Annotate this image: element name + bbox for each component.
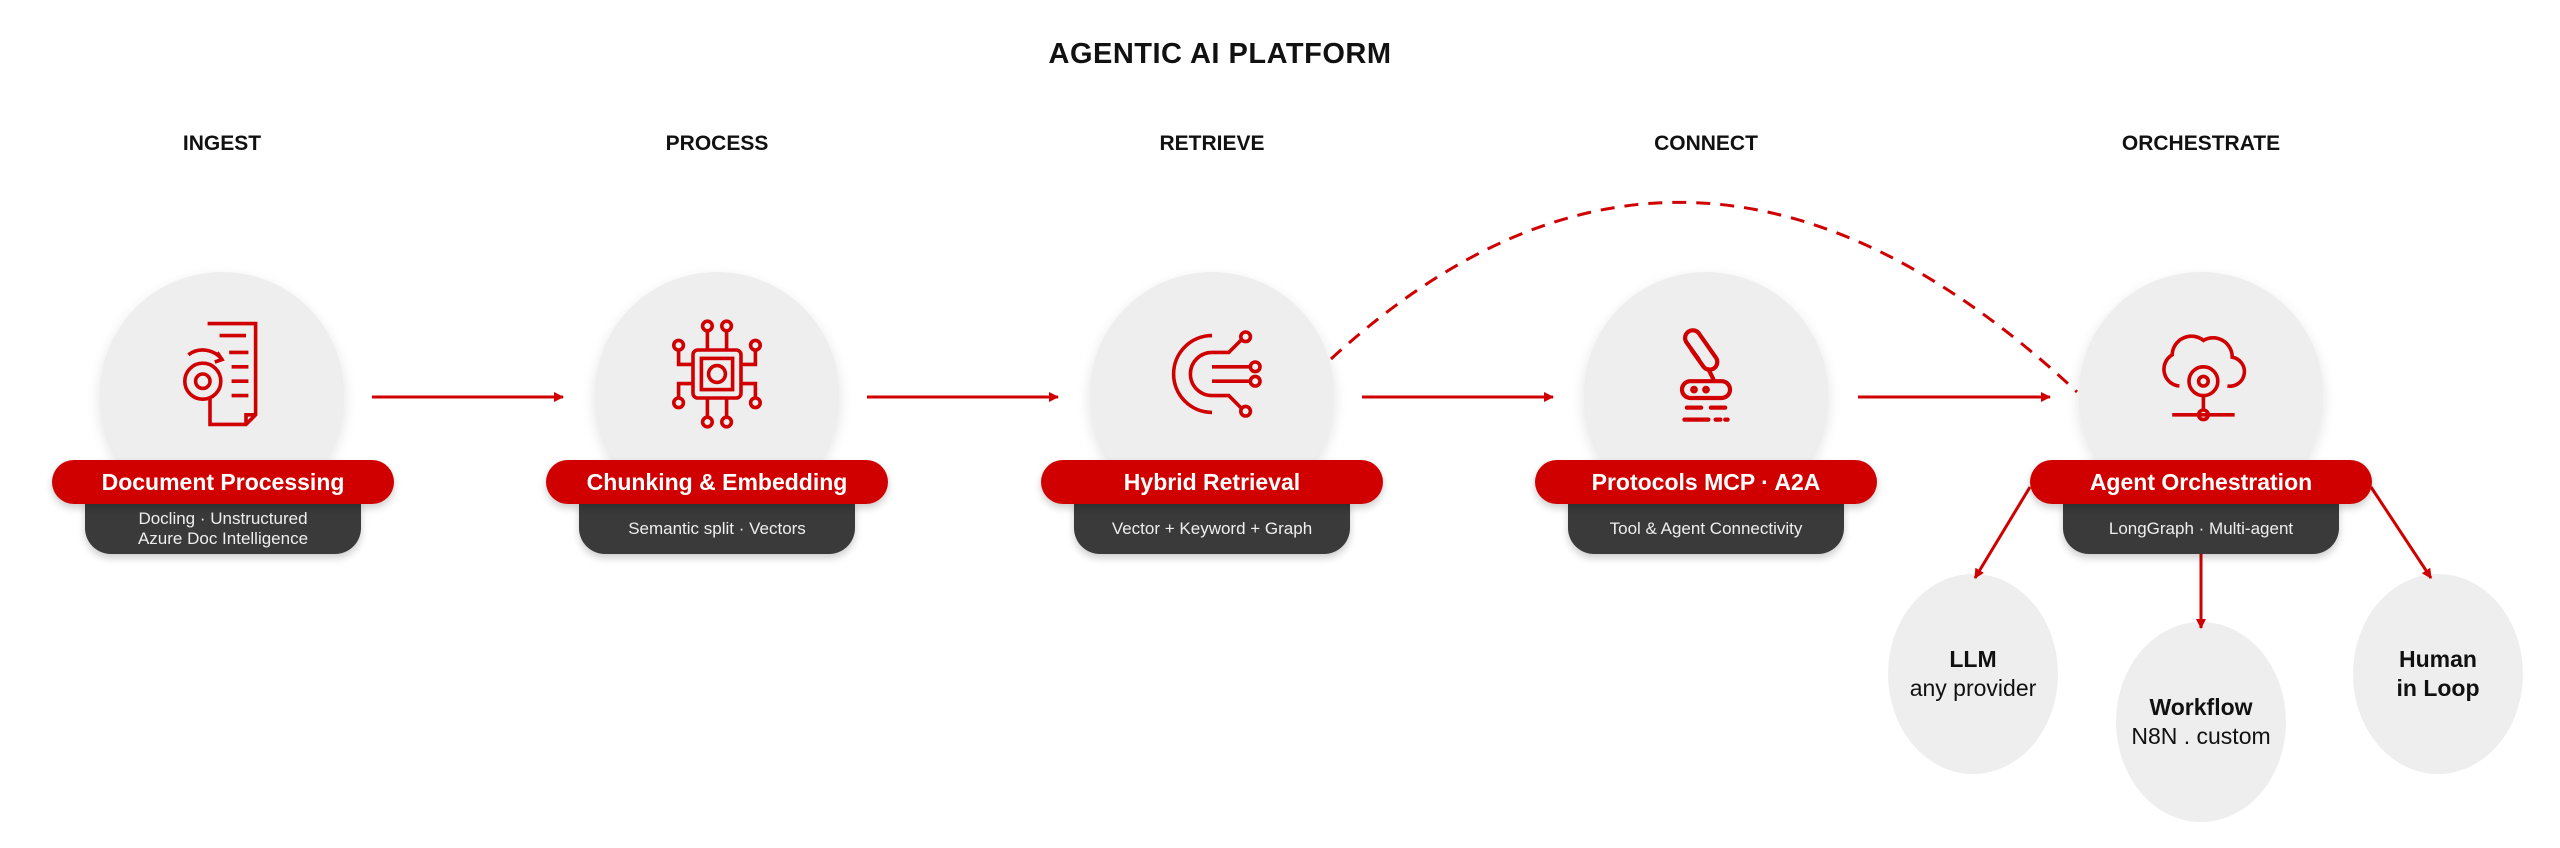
detail-line: Tool & Agent Connectivity bbox=[1609, 519, 1803, 538]
stage-header-connect: CONNECT bbox=[1654, 132, 1758, 155]
output-workflow: Workflow N8N . custom bbox=[2116, 622, 2286, 822]
stage-label-agent-orchestration: Agent Orchestration bbox=[2030, 460, 2372, 504]
stage-header-ingest: INGEST bbox=[182, 132, 262, 155]
detail-line: Azure Doc Intelligence bbox=[137, 529, 309, 548]
stage-label-document-processing: Document Processing bbox=[52, 460, 394, 504]
output-title: Human in Loop bbox=[2396, 646, 2480, 701]
stage-detail-process: Semantic split · Vectors bbox=[579, 500, 855, 554]
branch-arrow-llm bbox=[1973, 486, 2032, 579]
stage-label-protocols: Protocols MCP · A2A bbox=[1535, 460, 1877, 504]
gear-network-icon bbox=[1171, 330, 1262, 418]
dashed-feedback-arc bbox=[1329, 200, 2079, 394]
detail-line: Docling · Unstructured bbox=[138, 509, 308, 528]
branch-arrow-human bbox=[2369, 486, 2433, 579]
plug-connector-icon bbox=[1679, 328, 1733, 422]
stage-detail-connect: Tool & Agent Connectivity bbox=[1568, 500, 1844, 554]
output-llm: LLM any provider bbox=[1888, 574, 2058, 774]
stage-label-chunking-embedding: Chunking & Embedding bbox=[546, 460, 888, 504]
output-human-in-loop: Human in Loop bbox=[2353, 574, 2523, 774]
stage-detail-retrieve: Vector + Keyword + Graph bbox=[1074, 500, 1350, 554]
output-subtitle: N8N . custom bbox=[2131, 723, 2271, 749]
output-title: LLM bbox=[1949, 646, 1997, 672]
diagram-title: AGENTIC AI PLATFORM bbox=[1048, 38, 1392, 70]
stage-header-retrieve: RETRIEVE bbox=[1159, 132, 1265, 155]
cloud-gear-icon bbox=[2162, 334, 2247, 422]
output-subtitle: any provider bbox=[1909, 675, 2037, 701]
stage-detail-orchestrate: LongGraph · Multi-agent bbox=[2063, 500, 2339, 554]
detail-line: LongGraph · Multi-agent bbox=[2108, 519, 2294, 538]
output-title: Workflow bbox=[2149, 694, 2253, 720]
document-gear-icon bbox=[183, 321, 258, 427]
stage-detail-ingest: Docling · Unstructured Azure Doc Intelli… bbox=[85, 500, 361, 554]
chip-icon bbox=[672, 319, 762, 429]
detail-line: Vector + Keyword + Graph bbox=[1111, 519, 1313, 538]
detail-line: Semantic split · Vectors bbox=[628, 519, 806, 538]
stage-header-orchestrate: ORCHESTRATE bbox=[2121, 132, 2281, 155]
stage-header-process: PROCESS bbox=[665, 132, 769, 155]
stage-label-hybrid-retrieval: Hybrid Retrieval bbox=[1041, 460, 1383, 504]
